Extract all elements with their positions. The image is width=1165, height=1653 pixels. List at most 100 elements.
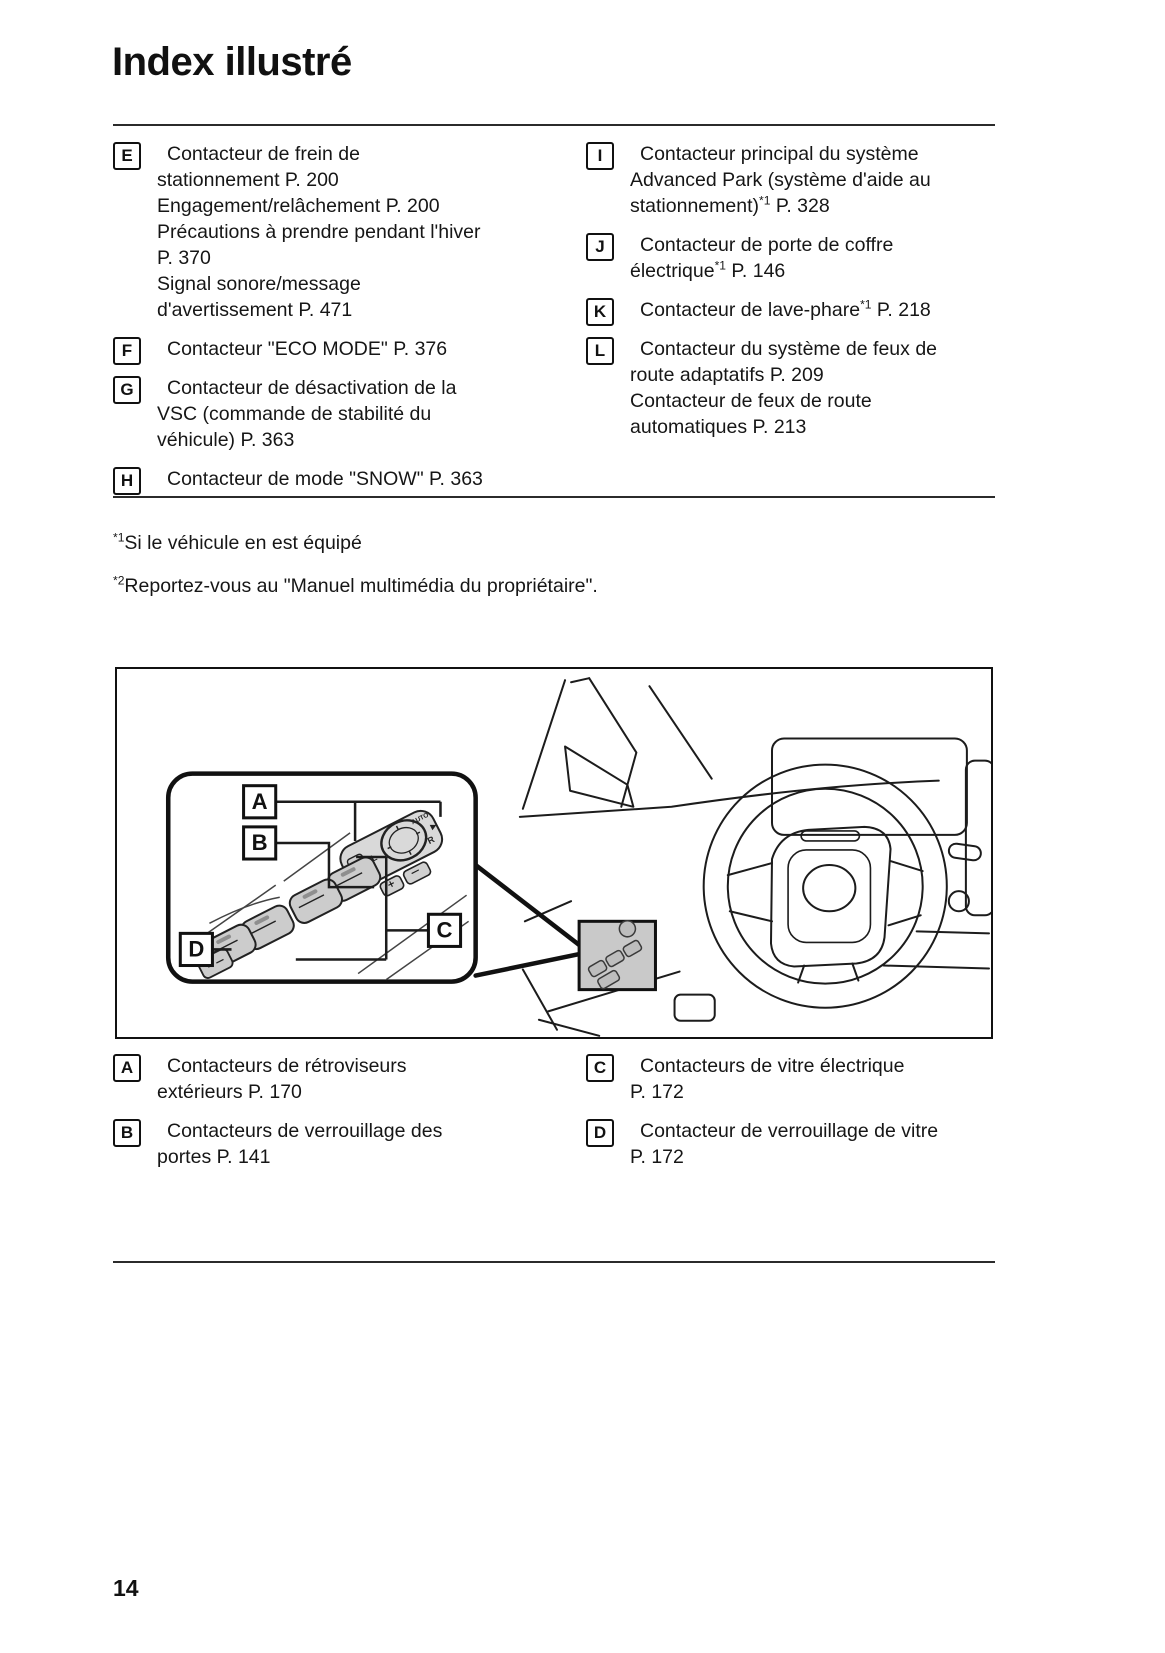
index-item: H Contacteur de mode "SNOW" P. 363 bbox=[113, 466, 575, 495]
page-title: Index illustré bbox=[112, 40, 352, 84]
index-letter-box: J bbox=[586, 233, 614, 261]
mirror-control-cluster: L R AUTO bbox=[339, 809, 444, 897]
mirror-right-label: R bbox=[426, 834, 437, 846]
instrument-hood bbox=[770, 737, 968, 836]
spoke-left-b bbox=[728, 910, 774, 923]
index-letter-box: C bbox=[586, 1054, 614, 1082]
car-interior-illustration: L R AUTO bbox=[115, 667, 993, 1039]
divider-mid bbox=[113, 496, 995, 498]
right-knob bbox=[947, 890, 970, 913]
index-letter-box: G bbox=[113, 376, 141, 404]
footnotes: *1Si le véhicule en est équipé *2Reporte… bbox=[113, 530, 995, 616]
index-item-text: Contacteur "ECO MODE" P. 376 bbox=[167, 338, 448, 360]
leader-lines bbox=[212, 800, 442, 961]
door-switch-callout: L R AUTO bbox=[165, 771, 478, 984]
index-item: F Contacteur "ECO MODE" P. 376 bbox=[113, 336, 575, 365]
steering-wheel-inner bbox=[726, 787, 924, 985]
footnote-2: *2Reportez-vous au "Manuel multimédia du… bbox=[113, 573, 598, 597]
leader-b bbox=[275, 841, 375, 889]
hub-pad-outline bbox=[787, 849, 872, 944]
footnote-1: *1Si le véhicule en est équipé bbox=[113, 530, 362, 554]
index-letter-box: L bbox=[586, 337, 614, 365]
mini-mirror-knob bbox=[618, 919, 637, 938]
start-button bbox=[673, 993, 716, 1022]
windshield-edge bbox=[648, 685, 713, 780]
horn-pad bbox=[802, 864, 857, 913]
door-contour bbox=[283, 832, 351, 882]
label-b: B bbox=[252, 830, 268, 855]
window-switch bbox=[288, 878, 344, 924]
kick-panel-line-b bbox=[521, 968, 559, 1031]
label-a: A bbox=[252, 789, 268, 814]
index-item-text: Contacteur de mode "SNOW" P. 363 bbox=[167, 468, 483, 490]
page-number: 14 bbox=[113, 1575, 139, 1601]
door-armrest-line-a bbox=[523, 900, 573, 923]
kick-panel-line-a bbox=[537, 1018, 601, 1037]
callout-pointer bbox=[473, 862, 590, 978]
door-handle-curve bbox=[209, 896, 280, 924]
label-d: D bbox=[188, 936, 204, 961]
index-letter-box: I bbox=[586, 142, 614, 170]
leader-c bbox=[295, 855, 429, 961]
spoke-bottom-a bbox=[797, 964, 806, 984]
index-letter-box: A bbox=[113, 1054, 141, 1082]
label-c: C bbox=[437, 917, 453, 942]
index-item-text: Contacteur de lave-phare*1 P. 218 bbox=[640, 297, 931, 321]
fold-arrow-icon bbox=[429, 824, 437, 831]
door-armrest-line-b bbox=[545, 970, 681, 1013]
steering-wheel-outer bbox=[702, 763, 948, 1009]
index-item: K Contacteur de lave-phare*1 P. 218 bbox=[586, 297, 1003, 326]
index-letter-box: H bbox=[113, 467, 141, 495]
mini-switch bbox=[622, 939, 643, 958]
spoke-left-a bbox=[726, 862, 774, 877]
steering-hub bbox=[769, 825, 892, 968]
window-switches bbox=[197, 856, 382, 979]
mini-switch bbox=[587, 959, 608, 978]
side-mirror bbox=[564, 745, 635, 808]
a-pillar-line bbox=[521, 679, 567, 810]
spoke-right-b bbox=[887, 914, 922, 927]
spoke-right-a bbox=[889, 860, 924, 873]
door-switch-highlight bbox=[577, 919, 657, 992]
divider-bottom bbox=[113, 1261, 995, 1263]
dashboard-scene bbox=[518, 677, 991, 1037]
divider-top bbox=[113, 124, 995, 126]
door-unlock-button bbox=[402, 861, 432, 885]
right-trim-panel bbox=[964, 759, 991, 917]
index-letter-box: D bbox=[586, 1119, 614, 1147]
index-letter-box: B bbox=[113, 1119, 141, 1147]
spoke-bottom-b bbox=[851, 962, 860, 982]
hub-top-slot bbox=[800, 830, 861, 842]
illustration-svg: L R AUTO bbox=[165, 677, 991, 1037]
leader-a bbox=[275, 800, 442, 841]
pillar-top bbox=[570, 677, 591, 684]
index-letter-box: F bbox=[113, 337, 141, 365]
callout-label-boxes: A B C D bbox=[178, 784, 463, 968]
mini-switch bbox=[605, 949, 625, 968]
index-letter-box: K bbox=[586, 298, 614, 326]
dash-lower-line-b bbox=[882, 964, 990, 970]
index-letter-box: E bbox=[113, 142, 141, 170]
dash-lower-line-a bbox=[915, 930, 990, 935]
pillar-inner bbox=[588, 677, 638, 808]
